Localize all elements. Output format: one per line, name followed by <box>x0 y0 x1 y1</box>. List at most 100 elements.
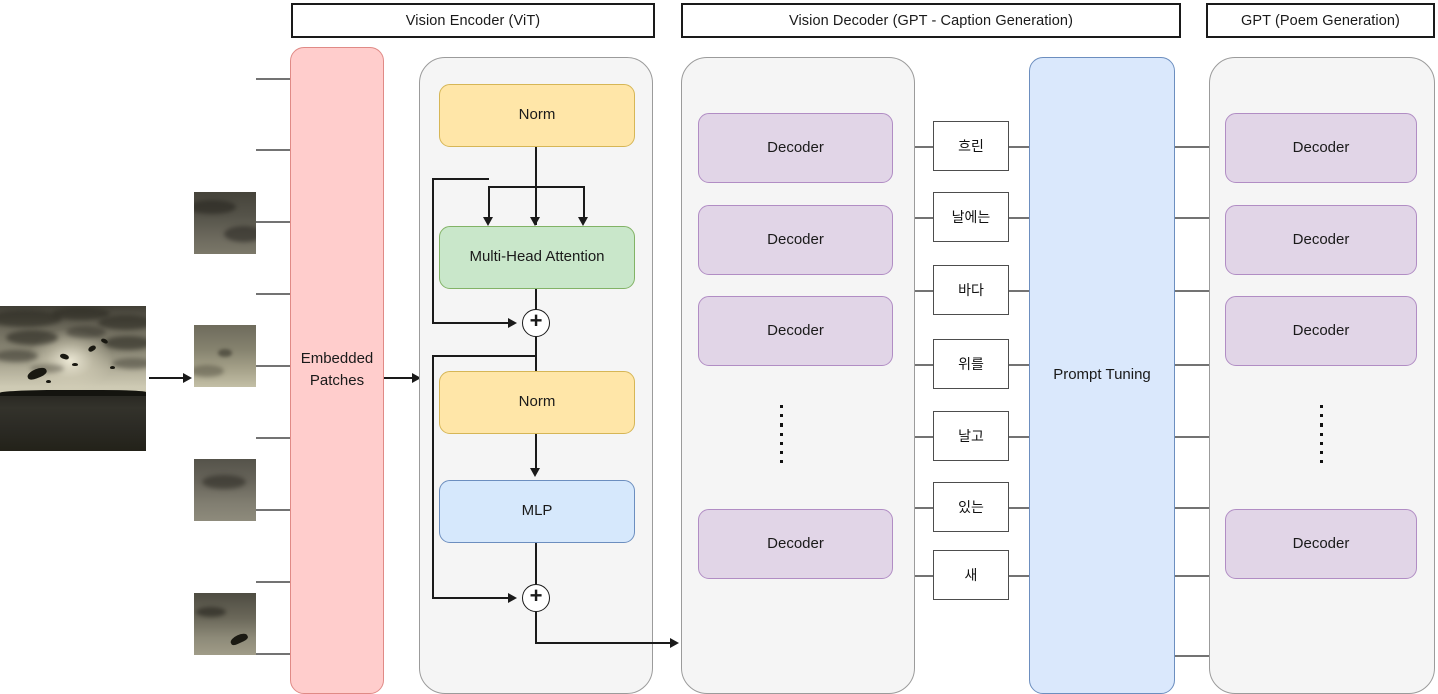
photo-to-patches-line <box>149 377 185 379</box>
q-arrowhead <box>483 217 493 226</box>
caption-token-label-1: 흐린 <box>958 138 984 154</box>
prompt-out-line-1 <box>1175 146 1209 148</box>
add1-to-norm2-line <box>535 337 537 372</box>
token-in-line-7 <box>915 575 933 577</box>
caption-token-3: 바다 <box>933 265 1009 315</box>
caption-token-label-7: 새 <box>964 567 978 583</box>
prompt-tuning-label: Prompt Tuning <box>1053 366 1151 384</box>
token-out-line-1 <box>1009 146 1029 148</box>
caption-token-1: 흐린 <box>933 121 1009 171</box>
residual-2-left-line <box>432 355 434 598</box>
add2-out-vline <box>535 612 537 643</box>
qkv-bus-line <box>488 186 584 188</box>
residual-2-top-line <box>432 355 536 357</box>
embedded-patches-box: Embedded Patches <box>290 47 384 694</box>
caption-token-label-5: 날고 <box>958 428 984 444</box>
patch-line-7 <box>256 509 294 511</box>
prompt-out-line-3 <box>1175 290 1209 292</box>
token-out-line-7 <box>1009 575 1029 577</box>
image-patch-2 <box>194 325 256 387</box>
token-in-line-2 <box>915 217 933 219</box>
patch-line-5 <box>256 365 294 367</box>
patch-line-1 <box>256 78 294 80</box>
photo-to-patches-arrowhead <box>183 373 192 383</box>
poem-decoder-block-3: Decoder <box>1225 296 1417 366</box>
mlp-box: MLP <box>439 480 635 543</box>
embedded-patches-label-line2: Patches <box>309 372 365 389</box>
multi-head-attention-box: Multi-Head Attention <box>439 226 635 289</box>
token-out-line-3 <box>1009 290 1029 292</box>
patch-line-8 <box>256 581 294 583</box>
poem-decoder-label-3: Decoder <box>1292 321 1350 339</box>
vision-decoder-block-2: Decoder <box>698 205 893 275</box>
section-title-poem-gpt: GPT (Poem Generation) <box>1206 3 1435 38</box>
token-in-line-6 <box>915 507 933 509</box>
residual-1-left-line <box>432 178 434 323</box>
norm2-to-mlp-line <box>535 434 537 472</box>
vision-decoder-label-3: Decoder <box>767 321 824 339</box>
norm-2-label: Norm <box>518 393 556 411</box>
norm-1-box: Norm <box>439 84 635 147</box>
residual-2-bottom-line <box>432 597 514 599</box>
prompt-out-line-2 <box>1175 217 1209 219</box>
caption-token-label-4: 위를 <box>958 356 984 372</box>
residual-1-arrowhead <box>508 318 517 328</box>
vision-decoder-label-2: Decoder <box>767 230 824 248</box>
residual-2-arrowhead <box>508 593 517 603</box>
token-in-line-4 <box>915 364 933 366</box>
prompt-out-line-7 <box>1175 575 1209 577</box>
prompt-out-line-8 <box>1175 655 1209 657</box>
vision-decoder-label-1: Decoder <box>767 138 824 156</box>
v-branch-line <box>583 186 585 221</box>
mlp-label: MLP <box>521 502 553 520</box>
token-out-line-6 <box>1009 507 1029 509</box>
residual-add-2: + <box>522 584 550 612</box>
section-title-vision-decoder: Vision Decoder (GPT - Caption Generation… <box>681 3 1181 38</box>
image-patch-4 <box>194 593 256 655</box>
mlp-to-add-line <box>535 543 537 584</box>
token-in-line-5 <box>915 436 933 438</box>
patch-line-4 <box>256 293 294 295</box>
poem-decoder-block-last: Decoder <box>1225 509 1417 579</box>
vision-decoder-block-last: Decoder <box>698 509 893 579</box>
token-in-line-3 <box>915 290 933 292</box>
embedded-patches-label-line1: Embedded <box>300 350 374 368</box>
vision-decoder-label-last: Decoder <box>767 534 824 552</box>
caption-token-6: 있는 <box>933 482 1009 532</box>
residual-1-top-line <box>432 178 489 180</box>
prompt-out-line-6 <box>1175 507 1209 509</box>
token-out-line-5 <box>1009 436 1029 438</box>
section-title-vision-encoder: Vision Encoder (ViT) <box>291 3 655 38</box>
poem-decoder-label-last: Decoder <box>1292 534 1350 552</box>
caption-token-label-2: 날에는 <box>951 209 991 225</box>
residual-1-bottom-line <box>432 322 514 324</box>
caption-token-7: 새 <box>933 550 1009 600</box>
token-out-line-2 <box>1009 217 1029 219</box>
image-patch-1 <box>194 192 256 254</box>
vision-decoder-block-3: Decoder <box>698 296 893 366</box>
vision-decoder-ellipsis <box>780 405 784 464</box>
embed-to-vit-line <box>384 377 416 379</box>
token-in-line-1 <box>915 146 933 148</box>
prompt-out-line-4 <box>1175 364 1209 366</box>
k-arrowhead <box>530 217 540 226</box>
caption-token-4: 위를 <box>933 339 1009 389</box>
prompt-tuning-box: Prompt Tuning <box>1029 57 1175 694</box>
image-patch-3 <box>194 459 256 521</box>
caption-token-label-6: 있는 <box>958 499 984 515</box>
caption-token-2: 날에는 <box>933 192 1009 242</box>
poem-decoder-label-2: Decoder <box>1292 230 1350 248</box>
patch-line-6 <box>256 437 294 439</box>
caption-token-5: 날고 <box>933 411 1009 461</box>
caption-token-label-3: 바다 <box>958 282 984 298</box>
poem-decoder-ellipsis <box>1320 405 1324 464</box>
embed-to-vit-arrowhead <box>412 373 421 383</box>
vision-decoder-block-1: Decoder <box>698 113 893 183</box>
norm-1-label: Norm <box>518 106 556 124</box>
token-out-line-4 <box>1009 364 1029 366</box>
input-image <box>0 306 146 451</box>
q-branch-line <box>488 186 490 221</box>
residual-add-1: + <box>522 309 550 337</box>
patch-line-3 <box>256 221 294 223</box>
v-arrowhead <box>578 217 588 226</box>
